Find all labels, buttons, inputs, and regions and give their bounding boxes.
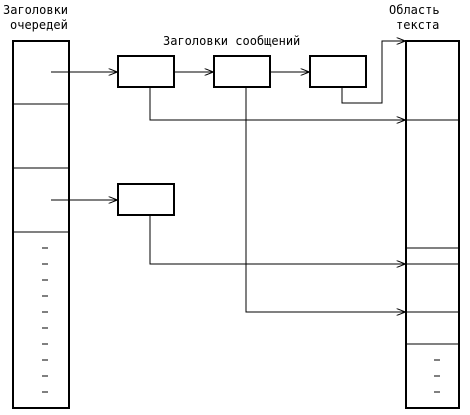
msg4-to-text-arrow <box>149 215 405 264</box>
message-header-box-1 <box>117 55 175 88</box>
queue-headers-label-line1: Заголовки <box>3 3 68 17</box>
message-header-box-4 <box>117 183 175 216</box>
message-header-box-2 <box>213 55 271 88</box>
text-continuation-marks <box>434 359 440 393</box>
msg3-to-text-arrow <box>341 41 405 104</box>
queue-headers-label-line2: очередей <box>10 18 68 32</box>
queue-headers-column <box>12 40 70 409</box>
message-headers-label: Заголовки сообщений <box>163 34 300 48</box>
msg1-to-text-arrow <box>149 87 405 120</box>
msg2-to-text-arrow <box>245 87 405 312</box>
text-area-label-line2: текста <box>396 18 439 32</box>
text-area-column <box>405 40 460 409</box>
text-area-label-line1: Область <box>389 3 440 17</box>
message-header-box-3 <box>309 55 367 88</box>
queue-continuation-marks <box>42 247 48 393</box>
